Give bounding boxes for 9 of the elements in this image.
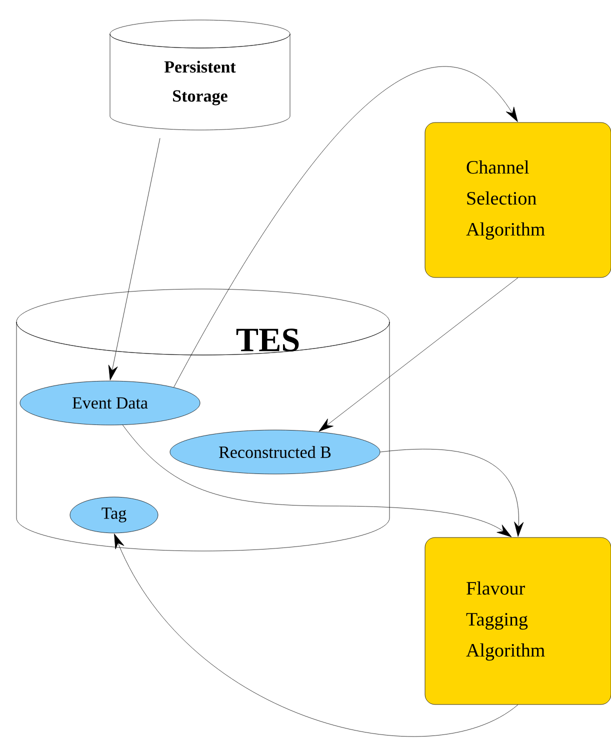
algorithm-box: Flavour Tagging Algorithm xyxy=(424,537,611,705)
arrow xyxy=(174,66,518,388)
arrow xyxy=(318,278,518,432)
arrow xyxy=(108,138,160,380)
algorithm-box: Channel Selection Algorithm xyxy=(424,122,611,278)
arrow xyxy=(122,424,512,538)
storage-cylinder: Persistent Storage xyxy=(110,20,290,130)
arrow xyxy=(114,534,518,736)
arrow xyxy=(380,448,524,537)
